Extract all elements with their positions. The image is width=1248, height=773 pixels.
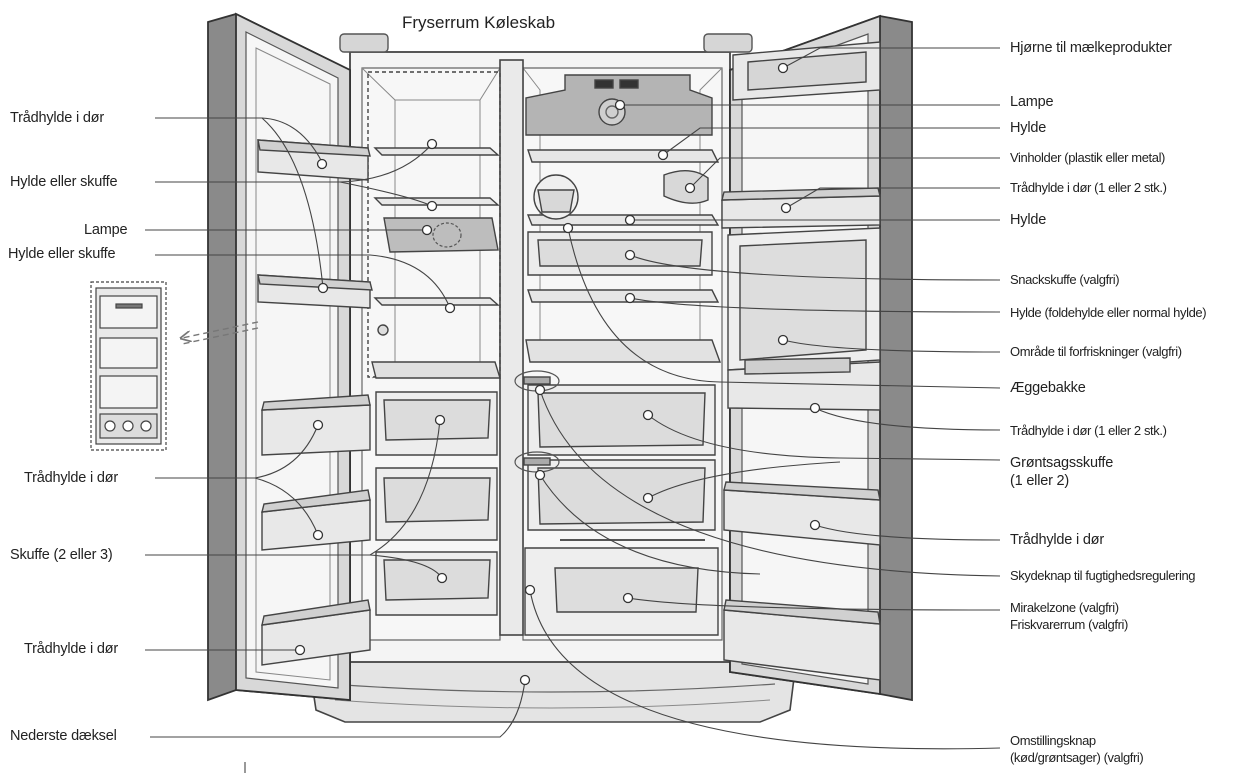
callout-dot <box>562 222 574 234</box>
callout-dot <box>312 419 324 431</box>
callout-dot <box>642 492 654 504</box>
leader-lines <box>145 47 1001 750</box>
label-dairy-corner: Hjørne til mælkeprodukter <box>1010 40 1172 56</box>
callout-dot <box>421 224 433 236</box>
inset-drawer-config <box>90 281 167 451</box>
fridge-contents <box>514 74 721 636</box>
callout-dot <box>657 149 669 161</box>
label-switch-knob: Omstillingsknap <box>1010 733 1096 748</box>
callout-dot <box>642 409 654 421</box>
callout-dot <box>780 202 792 214</box>
label-shelf-mid: Hylde <box>1010 212 1047 228</box>
callout-dot <box>624 249 636 261</box>
label-miracle-zone: Mirakelzone (valgfri) <box>1010 600 1119 615</box>
label-refreshment-area: Område til forfriskninger (valgfri) <box>1010 344 1182 359</box>
label-door-wire-shelf-4: Trådhylde i dør (1 eller 2 stk.) <box>1010 180 1167 195</box>
label-shelf-or-drawer-1: Hylde eller skuffe <box>10 174 118 190</box>
callout-dot <box>624 214 636 226</box>
label-freezer-lamp: Lampe <box>84 222 128 238</box>
callout-dot <box>426 138 438 150</box>
callout-dot <box>434 414 446 426</box>
label-wine-holder: Vinholder (plastik eller metal) <box>1010 150 1165 165</box>
callout-dot <box>777 334 789 346</box>
label-shelf-top: Hylde <box>1010 120 1047 136</box>
callout-dot <box>622 592 634 604</box>
callout-dot <box>614 99 626 111</box>
label-fridge-lamp: Lampe <box>1010 94 1054 110</box>
inset-arrow <box>182 321 259 345</box>
label-door-wire-shelf-3: Trådhylde i dør <box>24 641 118 657</box>
callout-dot <box>809 519 821 531</box>
label-humidity-slider: Skydeknap til fugtighedsregulering <box>1010 568 1196 583</box>
label-drawers: Skuffe (2 eller 3) <box>10 547 113 563</box>
label-door-wire-shelf-1: Trådhylde i dør <box>10 110 104 126</box>
callout-dot <box>684 182 696 194</box>
callout-dot <box>426 200 438 212</box>
callout-dot <box>317 282 329 294</box>
label-vegetable-drawer: Grøntsagsskuffe <box>1010 455 1114 471</box>
freezer-contents <box>371 147 501 616</box>
callout-dot <box>316 158 328 170</box>
label-shelf-or-drawer-2: Hylde eller skuffe <box>8 246 116 262</box>
callout-dot <box>534 469 546 481</box>
callout-dots <box>294 62 821 686</box>
label-fold-shelf: Hylde (foldehylde eller normal hylde) <box>1010 305 1207 320</box>
callout-dot <box>809 402 821 414</box>
callout-dot <box>777 62 789 74</box>
label-switch-knob-detail: (kød/grøntsager) (valgfri) <box>1010 750 1144 765</box>
label-door-wire-shelf-5: Trådhylde i dør (1 eller 2 stk.) <box>1010 423 1167 438</box>
label-door-wire-shelf-6: Trådhylde i dør <box>1010 532 1104 548</box>
callout-dot <box>534 384 546 396</box>
callout-dot <box>519 674 531 686</box>
fridge-door <box>721 14 913 702</box>
bottom-cover <box>309 654 796 723</box>
callout-dot <box>624 292 636 304</box>
compartment-title: Fryserrum Køleskab <box>402 13 556 32</box>
callout-dot <box>294 644 306 656</box>
label-snack-drawer: Snackskuffe (valgfri) <box>1010 272 1120 287</box>
label-fresh-compartment: Friskvarerrum (valgfri) <box>1010 617 1128 632</box>
label-vegetable-drawer-count: (1 eller 2) <box>1010 473 1070 489</box>
label-door-wire-shelf-2: Trådhylde i dør <box>24 470 118 486</box>
freezer-door <box>207 12 373 702</box>
callout-dot <box>312 529 324 541</box>
callout-dot <box>436 572 448 584</box>
label-bottom-cover: Nederste dæksel <box>10 728 117 744</box>
label-egg-tray: Æggebakke <box>1010 380 1086 396</box>
callout-dot <box>524 584 536 596</box>
callout-dot <box>444 302 456 314</box>
